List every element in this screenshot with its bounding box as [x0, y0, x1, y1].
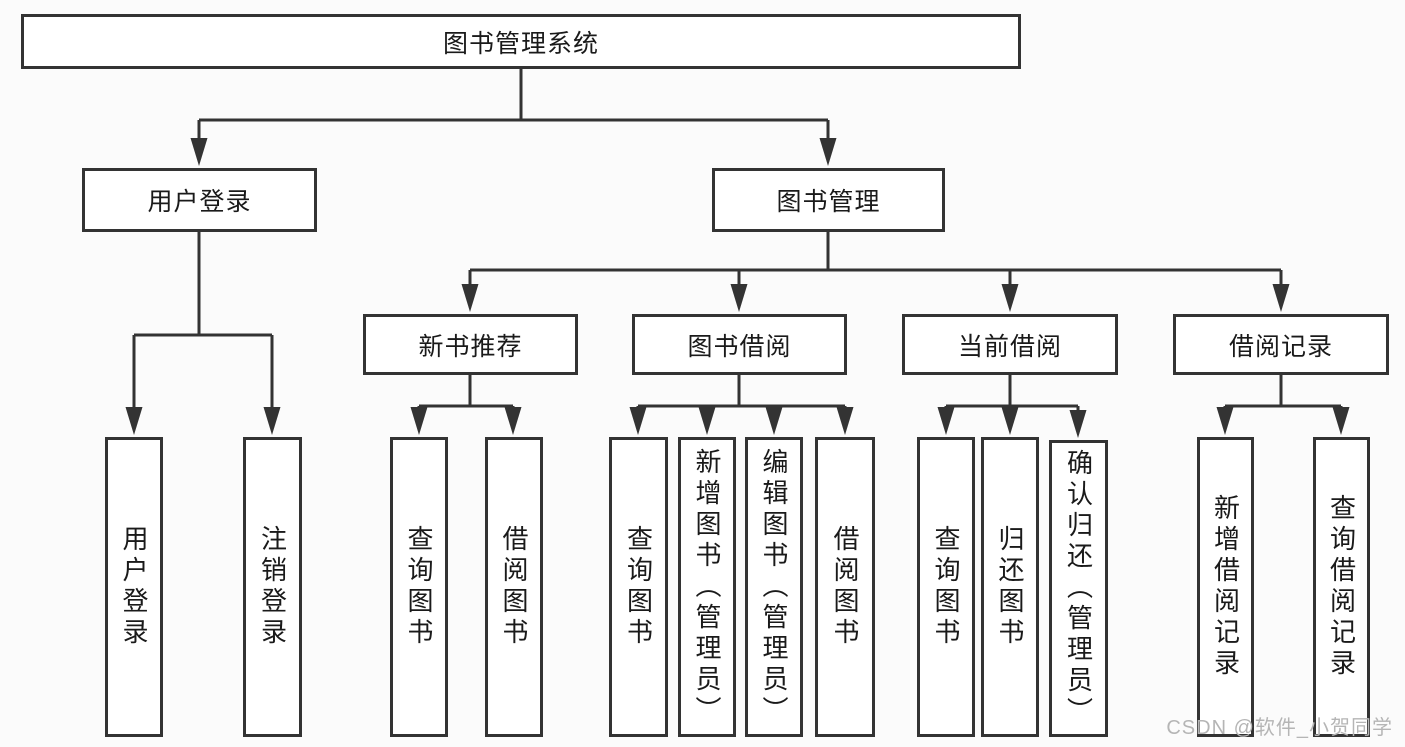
leaf-label: 查询图书	[931, 525, 961, 649]
node-borrow-records: 借阅记录	[1173, 314, 1389, 375]
leaf-label: 借阅图书	[499, 525, 529, 649]
leaf-label: 查询图书	[404, 525, 434, 649]
leaf-label: 借阅图书	[830, 525, 860, 649]
node-label: 新书推荐	[418, 332, 523, 361]
node-label: 图书管理	[776, 188, 881, 216]
leaf-label: 新增借阅记录	[1210, 494, 1241, 680]
node-library-management-system: 图书管理系统	[21, 14, 1021, 69]
node-label: 图书管理系统	[442, 29, 599, 58]
node-new-book-recommend: 新书推荐	[363, 314, 578, 375]
leaf-label: 编辑图书（管理员）	[759, 447, 789, 727]
node-book-borrow: 图书借阅	[632, 314, 847, 375]
leaf-query-books-recommend: 查询图书	[390, 437, 448, 737]
leaf-user-login: 用户登录	[105, 437, 163, 737]
node-current-borrow: 当前借阅	[902, 314, 1118, 375]
leaf-label: 归还图书	[995, 525, 1025, 649]
leaf-query-borrow-record: 查询借阅记录	[1313, 437, 1370, 737]
csdn-watermark: CSDN @软件_小贺同学	[1166, 717, 1393, 739]
leaf-label: 注销登录	[257, 525, 288, 649]
leaf-label: 查询图书	[623, 525, 654, 649]
leaf-label: 确认归还（管理员）	[1063, 449, 1094, 728]
leaf-borrow-books-recommend: 借阅图书	[485, 437, 543, 737]
leaf-confirm-return-admin: 确认归还（管理员）	[1049, 440, 1108, 737]
arrowheads	[125, 138, 1350, 438]
node-label: 图书借阅	[687, 332, 792, 361]
leaf-label: 新增图书（管理员）	[692, 447, 722, 727]
node-user-login: 用户登录	[82, 168, 317, 232]
leaf-query-books-borrow: 查询图书	[609, 437, 668, 737]
leaf-label: 查询借阅记录	[1326, 494, 1357, 680]
node-book-management: 图书管理	[712, 168, 945, 232]
leaf-borrow-books: 借阅图书	[815, 437, 875, 737]
leaf-logout: 注销登录	[243, 437, 302, 737]
node-label: 当前借阅	[957, 332, 1062, 361]
node-label: 借阅记录	[1228, 332, 1333, 361]
connector-paths	[132, 69, 1343, 412]
leaf-return-books: 归还图书	[981, 437, 1039, 737]
leaf-edit-book-admin: 编辑图书（管理员）	[745, 437, 803, 737]
leaf-add-borrow-record: 新增借阅记录	[1197, 437, 1254, 737]
leaf-query-books-current: 查询图书	[917, 437, 975, 737]
node-label: 用户登录	[147, 188, 252, 216]
leaf-label: 用户登录	[119, 525, 149, 649]
leaf-add-book-admin: 新增图书（管理员）	[678, 437, 736, 737]
